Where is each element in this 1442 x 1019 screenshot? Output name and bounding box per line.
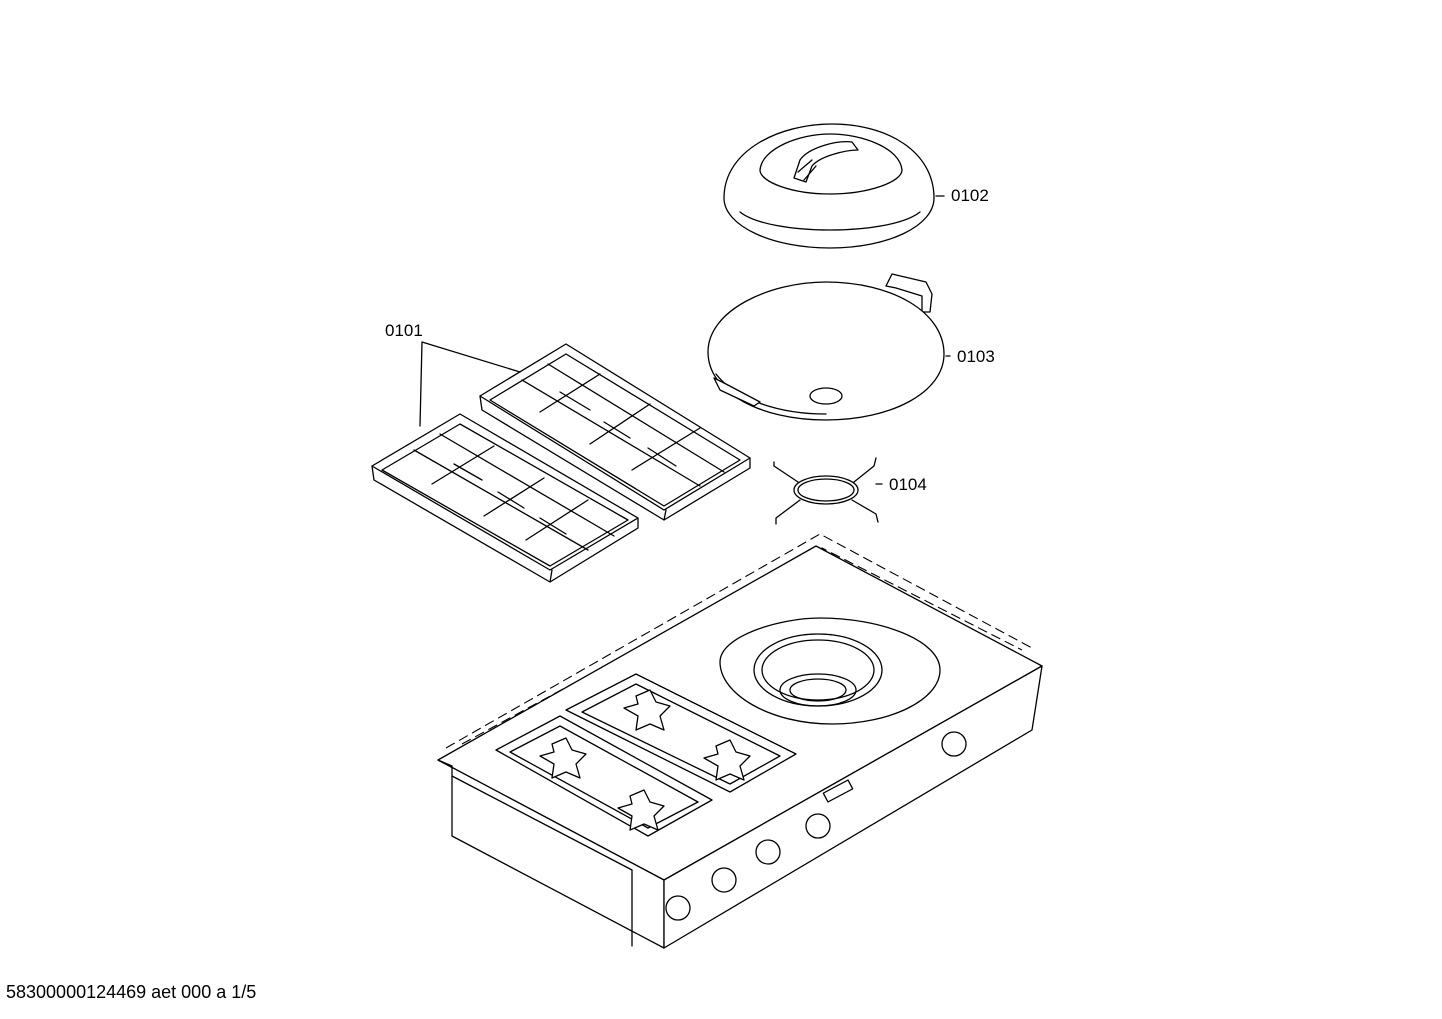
burner-caps	[539, 689, 751, 831]
wok-ring	[773, 457, 879, 525]
callout-wok-lid: 0102	[951, 186, 989, 205]
grate-front	[371, 413, 639, 583]
leader-0101	[419, 341, 521, 427]
callout-wok-pan: 0103	[957, 347, 995, 366]
grate-rear	[479, 343, 751, 521]
callout-grates: 0101	[385, 321, 423, 340]
callout-wok-ring: 0104	[889, 475, 927, 494]
cooktop	[437, 533, 1043, 949]
wok-lid	[723, 123, 935, 249]
document-code: 58300000124469 aet 000 a 1/5	[6, 982, 257, 1002]
wok-pan	[707, 273, 945, 421]
